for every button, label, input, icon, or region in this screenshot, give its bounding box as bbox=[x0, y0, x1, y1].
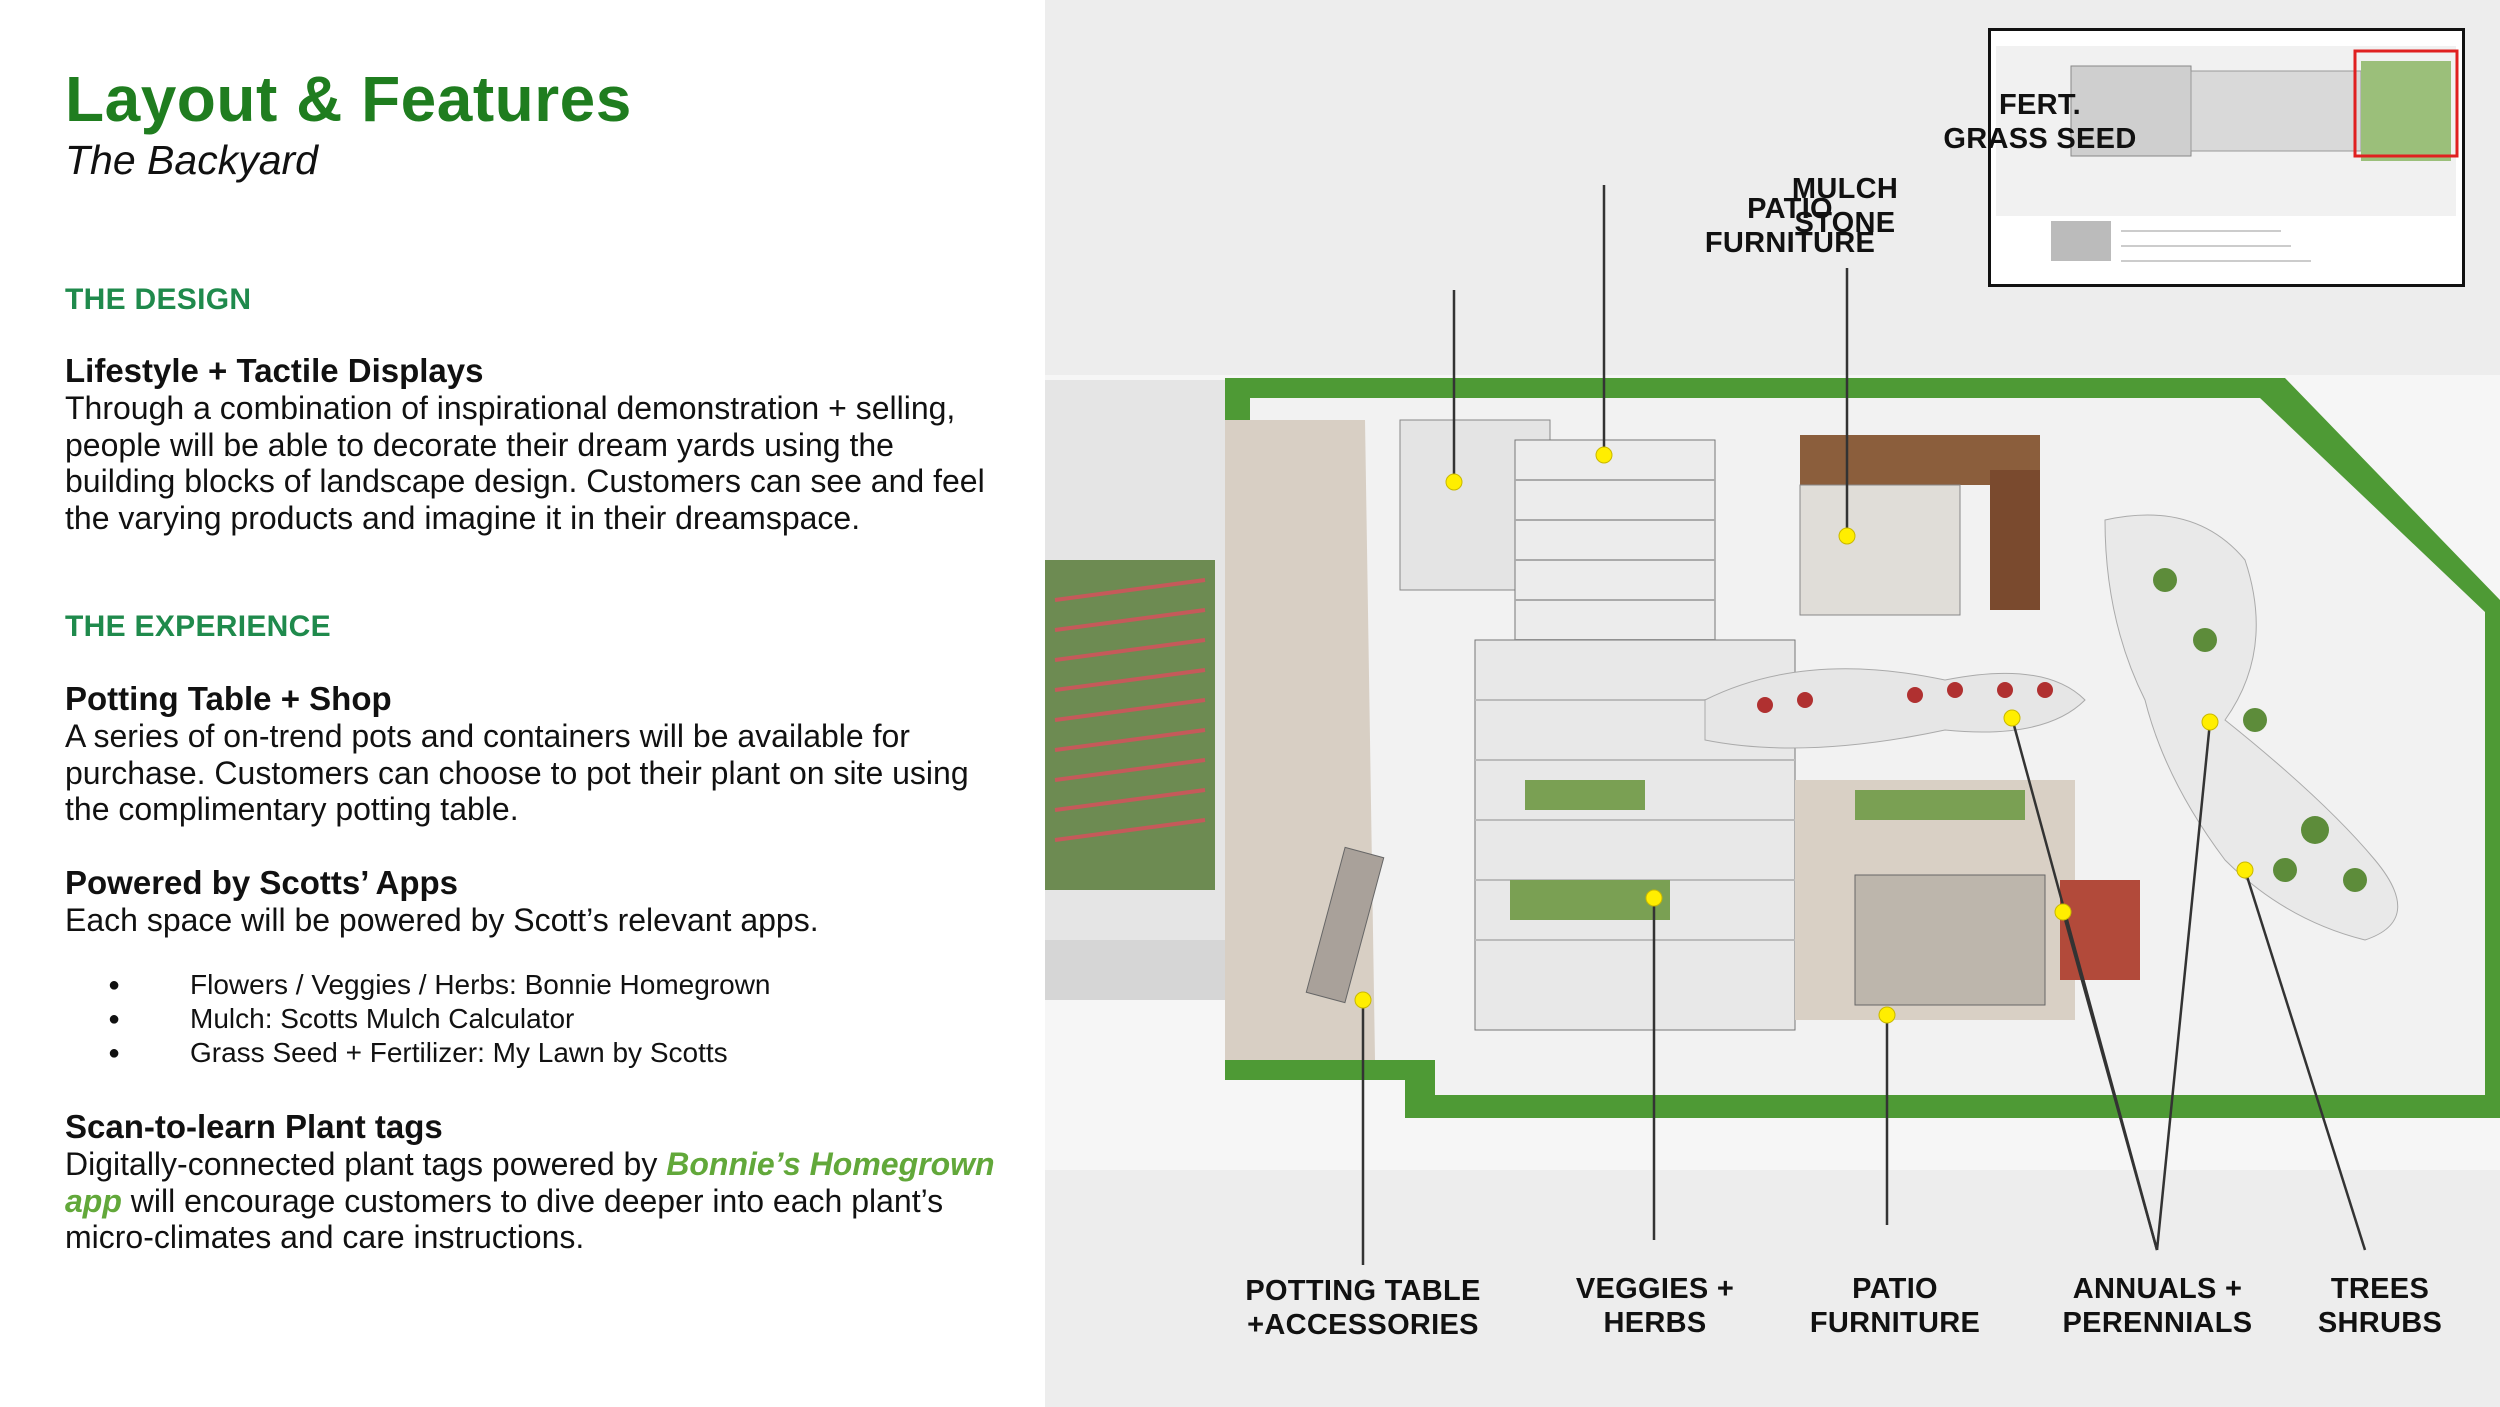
veggie-planters bbox=[1510, 780, 2025, 920]
minimap-highlight bbox=[2353, 49, 2459, 158]
potting-block: Potting Table + Shop A series of on-tren… bbox=[65, 680, 1005, 828]
text-panel: Layout & Features The Backyard THE DESIG… bbox=[0, 0, 1045, 1407]
apps-list: ●Flowers / Veggies / Herbs: Bonnie Homeg… bbox=[108, 968, 771, 1070]
lifestyle-body: Through a combination of inspirational d… bbox=[65, 390, 985, 536]
garden-beds-left bbox=[1045, 560, 1215, 890]
potting-title: Potting Table + Shop bbox=[65, 680, 392, 717]
lifestyle-title: Lifestyle + Tactile Displays bbox=[65, 352, 484, 389]
lifestyle-block: Lifestyle + Tactile Displays Through a c… bbox=[65, 352, 1005, 536]
label-veggies-herbs: VEGGIES +HERBS bbox=[1575, 1273, 1735, 1339]
scan-title: Scan-to-learn Plant tags bbox=[65, 1108, 443, 1145]
label-potting-table: POTTING TABLE+ACCESSORIES bbox=[1245, 1275, 1481, 1341]
potting-body: A series of on-trend pots and containers… bbox=[65, 718, 969, 827]
label-annuals-perennials: ANNUALS +PERENNIALS bbox=[2062, 1273, 2253, 1339]
minimap-illustration bbox=[1991, 31, 2462, 284]
annuals-bed bbox=[1704, 668, 2086, 749]
bonnie-app-link[interactable]: Bonnie’s Homegrown app bbox=[65, 1146, 995, 1219]
patio-pergola bbox=[1854, 874, 2046, 1006]
apps-title: Powered by Scotts’ Apps bbox=[65, 864, 459, 901]
apps-block: Powered by Scotts’ Apps Each space will … bbox=[65, 864, 1005, 939]
stone-bin bbox=[1990, 470, 2040, 610]
list-item: ●Flowers / Veggies / Herbs: Bonnie Homeg… bbox=[108, 969, 771, 1000]
label-fert-grass-seed: FERT.GRASS SEED bbox=[1943, 89, 2137, 155]
shrubs bbox=[2153, 568, 2367, 892]
red-planter bbox=[2060, 880, 2140, 980]
site-minimap bbox=[1988, 28, 2465, 287]
design-heading: THE DESIGN bbox=[65, 283, 252, 316]
page-title: Layout & Features bbox=[65, 63, 632, 135]
scan-body: Digitally-connected plant tags powered b… bbox=[65, 1146, 995, 1255]
bullet: ● bbox=[108, 974, 121, 996]
bullet: ● bbox=[108, 1042, 121, 1064]
page-subtitle: The Backyard bbox=[65, 137, 318, 183]
potting-table bbox=[1305, 846, 1385, 1004]
location-markers bbox=[1354, 446, 2254, 1024]
scan-block: Scan-to-learn Plant tags Digitally-conne… bbox=[65, 1108, 1005, 1256]
leader-lines bbox=[1361, 185, 2367, 1265]
experience-heading: THE EXPERIENCE bbox=[65, 610, 331, 643]
mulch-display bbox=[1799, 484, 1961, 616]
list-item: ●Grass Seed + Fertilizer: My Lawn by Sco… bbox=[108, 1037, 728, 1068]
garden-rows bbox=[1054, 578, 1206, 842]
apps-body: Each space will be powered by Scott’s re… bbox=[65, 902, 819, 938]
site-plan-illustration bbox=[1045, 185, 2500, 1265]
bullet: ● bbox=[108, 1008, 121, 1030]
list-item: ●Mulch: Scotts Mulch Calculator bbox=[108, 1003, 575, 1034]
